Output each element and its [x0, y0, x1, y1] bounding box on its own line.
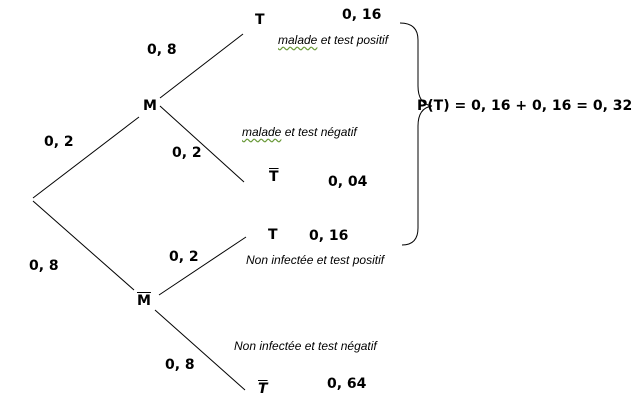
outcome-3-value: 0, 16 — [309, 228, 349, 244]
node-m-bar: M — [137, 293, 151, 309]
branch-m-to-t — [159, 33, 244, 99]
branch-m-to-t-bar — [159, 105, 245, 183]
prob-m-bar: 0, 8 — [29, 258, 59, 274]
outcome-2-value: 0, 04 — [328, 174, 368, 190]
prob-m: 0, 2 — [44, 134, 74, 150]
probability-tree: 0, 2 0, 8 M M 0, 8 0, 2 0, 2 0, 8 T T T … — [29, 7, 632, 397]
branch-root-to-m — [32, 116, 140, 199]
prob-m-to-t: 0, 8 — [147, 42, 177, 58]
node-t-bar-top: T — [269, 169, 279, 185]
node-t-bottom: T — [268, 227, 278, 243]
node-t-top: T — [255, 12, 265, 28]
outcome-1-label-rest: et test positif — [317, 33, 389, 47]
curly-brace — [399, 22, 433, 246]
outcome-4-label: Non infectée et test négatif — [234, 339, 377, 353]
branch-m-bar-to-t — [158, 236, 247, 296]
node-t-bar-bottom: T — [258, 381, 268, 397]
outcome-2-label: malade et test négatif — [242, 125, 357, 139]
branch-m-bar-to-t-bar — [154, 309, 246, 391]
prob-m-bar-to-t: 0, 2 — [169, 249, 199, 265]
node-m: M — [143, 98, 157, 114]
outcome-1-label-word: malade — [278, 33, 318, 47]
tree-branches — [32, 22, 433, 391]
branch-root-to-m-bar — [32, 200, 135, 291]
prob-m-bar-to-t-bar: 0, 8 — [165, 357, 195, 373]
outcome-4-value: 0, 64 — [327, 376, 367, 392]
outcome-2-label-word: malade — [242, 125, 282, 139]
outcome-3-label: Non infectée et test positif — [246, 253, 385, 267]
outcome-2-label-rest: et test négatif — [281, 125, 357, 139]
outcome-1-value: 0, 16 — [342, 7, 382, 23]
prob-m-to-t-bar: 0, 2 — [172, 145, 202, 161]
total-probability-formula: P(T) = 0, 16 + 0, 16 = 0, 32 — [417, 98, 632, 114]
outcome-1-label: malade et test positif — [278, 33, 388, 47]
